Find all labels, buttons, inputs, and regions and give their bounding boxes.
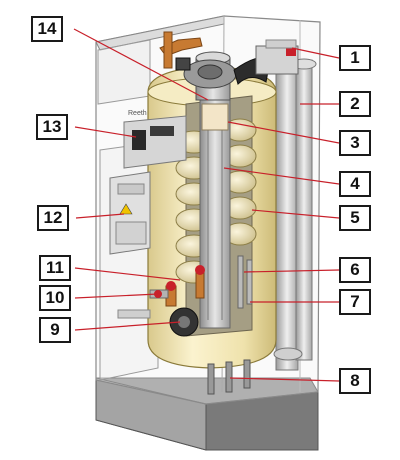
leader-3	[227, 121, 340, 144]
callout-2: 2	[339, 91, 371, 117]
leader-8	[229, 377, 340, 382]
callout-1: 1	[339, 45, 371, 71]
leader-13	[74, 126, 137, 138]
leader-5	[251, 209, 340, 219]
leader-9	[74, 321, 181, 331]
callout-12: 12	[37, 205, 69, 231]
callout-7: 7	[339, 289, 371, 315]
brand-label: Reeth	[128, 110, 147, 117]
callout-6: 6	[339, 257, 371, 283]
leader-14	[73, 28, 209, 101]
bottom-connections	[207, 359, 251, 395]
burner-fan-assembly	[183, 39, 299, 101]
callout-9: 9	[39, 317, 71, 343]
leader-1	[291, 47, 340, 59]
pump-and-valves	[117, 265, 205, 337]
callout-13: 13	[36, 114, 68, 140]
leader-11	[74, 267, 181, 281]
tank-anodes	[237, 255, 253, 309]
callout-4: 4	[339, 171, 371, 197]
callout-10: 10	[39, 285, 71, 311]
leader-4	[223, 167, 340, 185]
callout-3: 3	[339, 130, 371, 156]
electronic-board	[109, 171, 151, 255]
leader-6	[243, 269, 340, 273]
leader-12	[75, 213, 125, 219]
base-plinth	[95, 377, 319, 451]
control-panel-housing: Reeth	[123, 110, 187, 169]
leader-10	[74, 293, 159, 299]
gas-pipe	[159, 31, 203, 71]
leader-lines	[73, 28, 340, 382]
callout-8: 8	[339, 368, 371, 394]
callout-14: 14	[31, 16, 63, 42]
callout-5: 5	[339, 205, 371, 231]
combustion-chamber	[199, 99, 231, 329]
callout-11: 11	[39, 255, 71, 281]
